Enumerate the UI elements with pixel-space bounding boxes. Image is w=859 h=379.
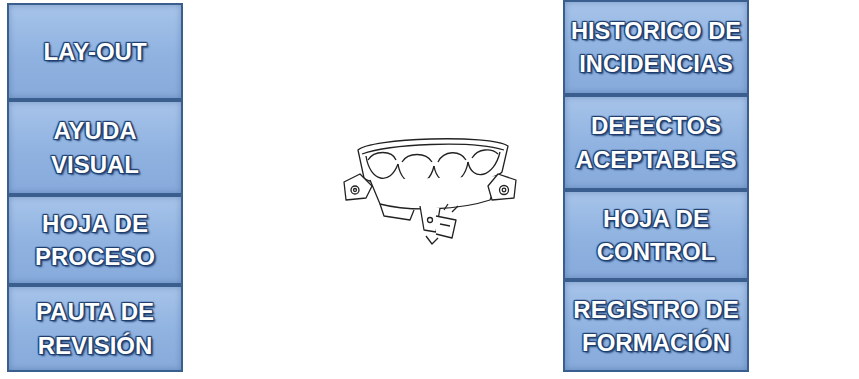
box-label: HOJA DE PROCESO: [15, 207, 175, 273]
document-box: HOJA DE PROCESO: [7, 195, 183, 285]
box-label: HOJA DE CONTROL: [571, 202, 741, 268]
box-label: HISTORICO DE INCIDENCIAS: [571, 15, 741, 80]
document-box: HISTORICO DE INCIDENCIAS: [563, 0, 749, 95]
document-box: REGISTRO DE FORMACIÓN: [563, 280, 749, 372]
document-box: LAY-OUT: [7, 3, 183, 100]
box-label: REGISTRO DE FORMACIÓN: [571, 293, 741, 359]
box-label: DEFECTOS ACEPTABLES: [571, 109, 741, 175]
document-box: DEFECTOS ACEPTABLES: [563, 95, 749, 190]
document-box: PAUTA DE REVISIÓN: [7, 285, 183, 372]
box-label: PAUTA DE REVISIÓN: [15, 295, 175, 361]
box-label: AYUDA VISUAL: [15, 114, 175, 180]
document-box: HOJA DE CONTROL: [563, 190, 749, 280]
part-illustration: [340, 120, 520, 250]
box-label: LAY-OUT: [43, 35, 146, 68]
document-box: AYUDA VISUAL: [7, 100, 183, 195]
